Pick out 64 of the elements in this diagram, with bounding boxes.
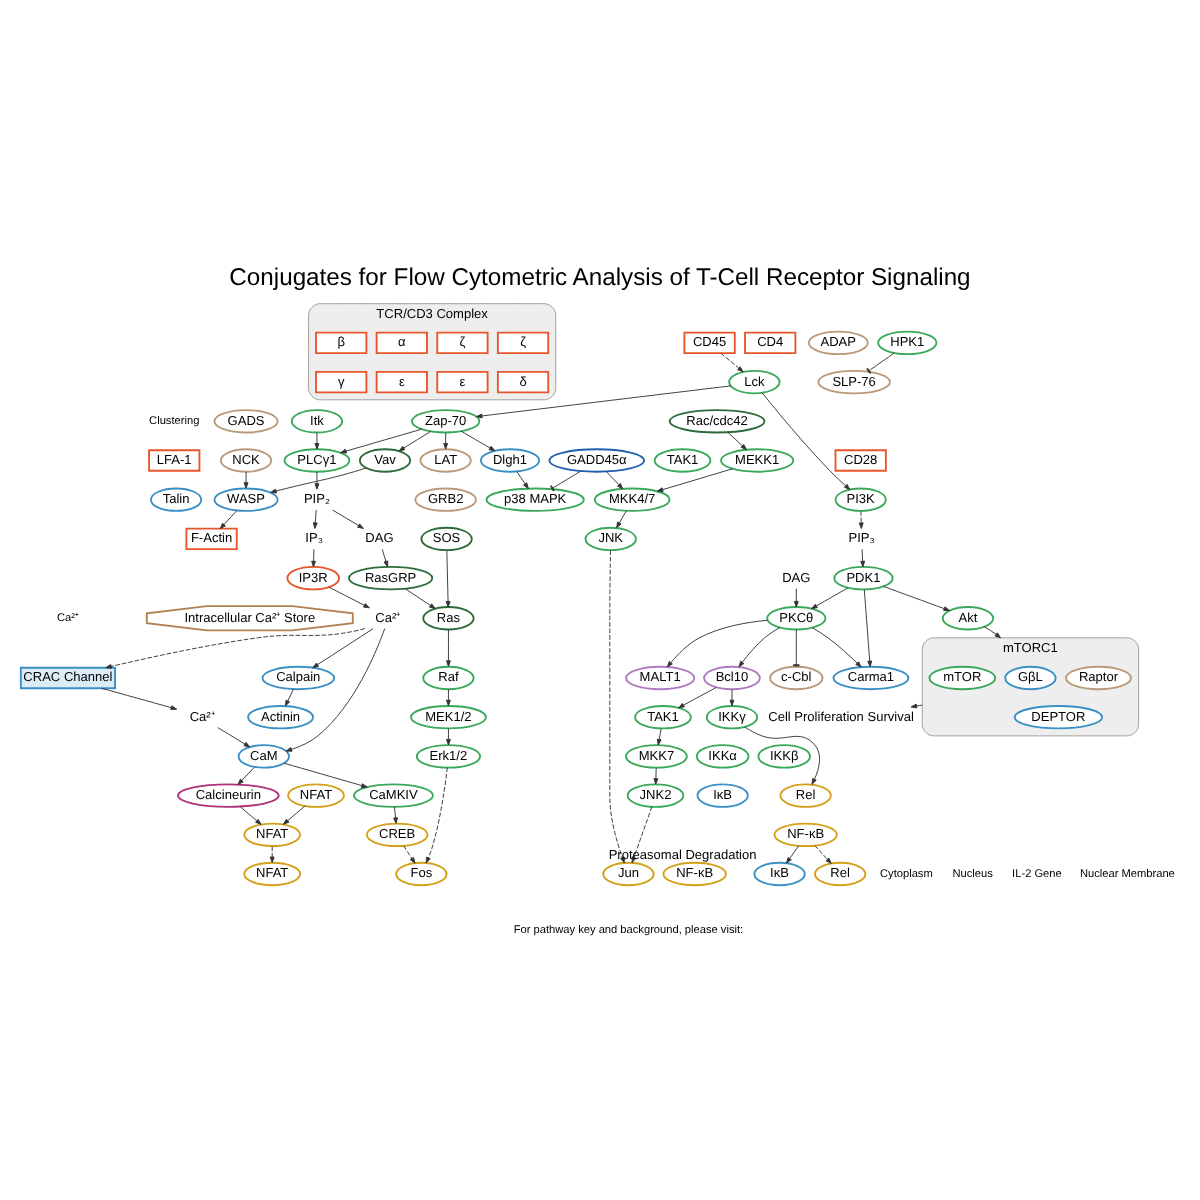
arrow — [729, 688, 735, 706]
arrow — [269, 844, 275, 863]
arrow — [863, 588, 873, 667]
arrow — [314, 470, 320, 489]
arrow — [237, 765, 255, 784]
arrow — [814, 844, 832, 863]
arrow — [105, 627, 366, 668]
arrow — [314, 431, 320, 449]
arrow — [404, 587, 436, 609]
arrow — [340, 427, 422, 453]
arrow — [761, 391, 851, 490]
arrow — [744, 725, 821, 784]
arrow — [285, 627, 386, 751]
arrow — [656, 467, 733, 492]
arrow — [656, 727, 662, 745]
arrow — [446, 628, 451, 666]
diagram-title: Conjugates for Flow Cytometric Analysis of T-Cell Receptor Signaling — [229, 261, 971, 290]
arrow — [653, 766, 659, 784]
arrow — [983, 625, 1002, 638]
arrow — [446, 688, 451, 706]
arrow — [605, 470, 624, 489]
arrow — [720, 351, 744, 372]
arrow — [239, 805, 262, 824]
arrow — [219, 509, 238, 529]
arrow — [858, 509, 864, 528]
arrow — [727, 430, 747, 450]
arrow — [381, 547, 389, 567]
arrow — [811, 626, 862, 667]
arrow — [631, 805, 653, 863]
arrow — [786, 844, 799, 863]
arrow — [393, 805, 398, 823]
arrow — [311, 547, 317, 567]
arrow — [516, 470, 529, 489]
arrow — [328, 585, 370, 608]
arrow — [678, 685, 717, 708]
arrow — [609, 548, 625, 863]
arrow — [217, 726, 251, 747]
arrow — [282, 804, 306, 824]
arrow — [312, 508, 318, 528]
arrow — [910, 702, 923, 708]
arrow — [738, 626, 781, 667]
arrow — [425, 766, 448, 863]
arrow — [283, 761, 368, 787]
connector — [866, 351, 895, 373]
arrow — [243, 470, 249, 488]
arrow — [270, 466, 367, 493]
arrow — [445, 548, 451, 607]
arrow — [882, 584, 950, 611]
arrow — [443, 431, 449, 449]
arrow — [398, 430, 432, 451]
arrow — [811, 586, 849, 609]
arrow — [312, 627, 374, 668]
arrow — [616, 509, 627, 528]
connector — [550, 469, 582, 491]
arrow — [284, 687, 294, 706]
arrow — [475, 384, 732, 418]
arrow — [332, 508, 364, 528]
arrow — [793, 587, 799, 607]
arrow — [446, 727, 451, 745]
arrow — [860, 547, 866, 567]
arrow — [101, 686, 178, 709]
arrow — [666, 618, 769, 667]
arrow — [403, 844, 416, 863]
arrow — [460, 429, 496, 451]
